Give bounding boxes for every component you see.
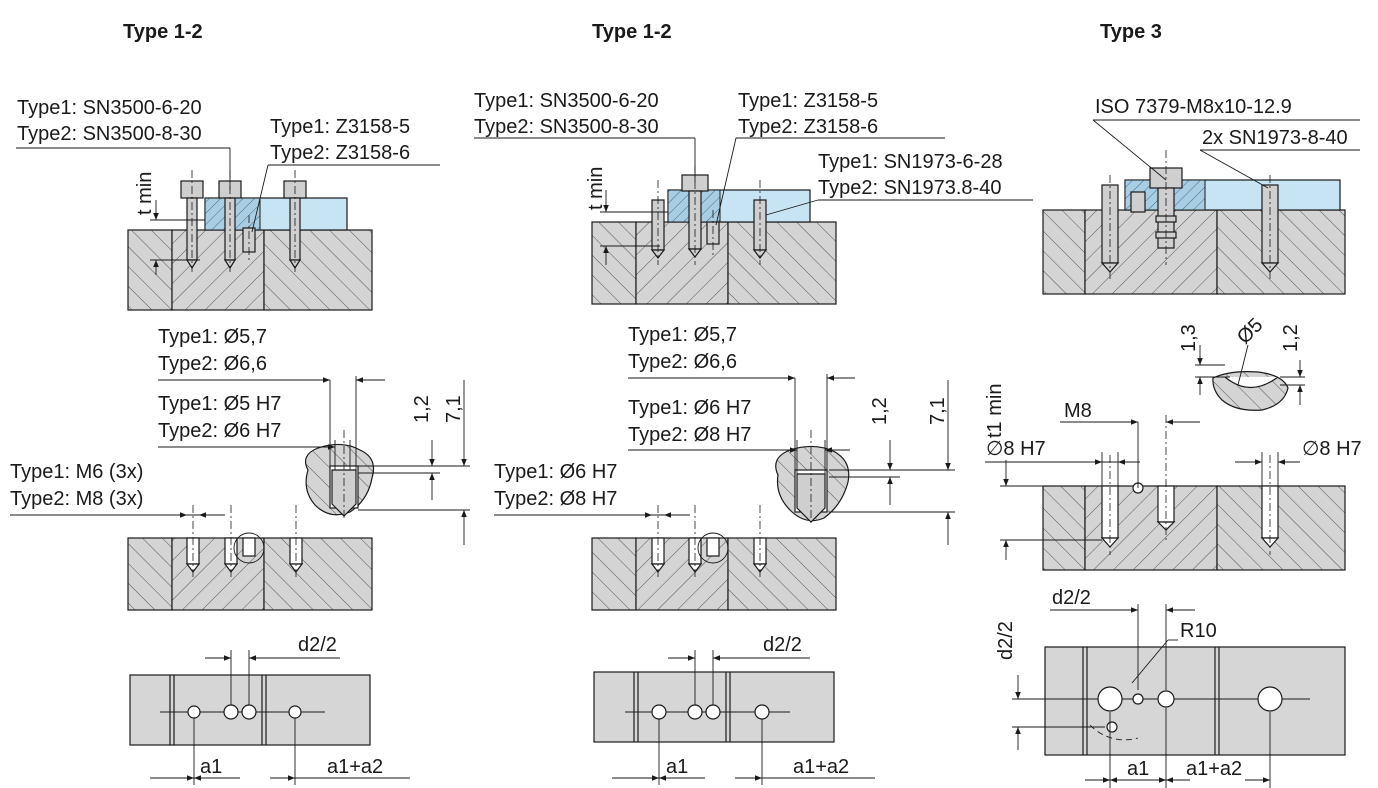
label-m-dowel-type2: Type2: SN1973.8-40 — [818, 177, 1001, 199]
label-r-a1: a1 — [1127, 758, 1149, 780]
label-m-a1: a1 — [666, 756, 688, 778]
label-set-screw: ISO 7379-M8x10-12.9 — [1095, 96, 1292, 118]
label-r-dim-1-2: 1,2 — [1280, 324, 1302, 352]
heading-left: Type 1-2 — [123, 21, 203, 43]
label-dowels: 2x SN1973-8-40 — [1202, 127, 1348, 149]
label-d2-half: d2/2 — [298, 634, 337, 656]
label-m-a1-a2: a1+a2 — [793, 756, 849, 778]
label-fit-right: ∅8 H7 — [1302, 438, 1362, 460]
label-m-t-min: t min — [585, 167, 607, 210]
label-m-screw-type2: Type2: SN3500-8-30 — [474, 116, 659, 138]
label-m8: M8 — [1064, 400, 1092, 422]
label-m-hole-type1: Type1: Ø6 H7 — [494, 461, 617, 483]
label-m-fit-type1: Type1: Ø6 H7 — [628, 397, 751, 419]
label-d2-half-v: d2/2 — [995, 621, 1017, 660]
label-bore-type2: Type2: Ø6,6 — [158, 353, 267, 375]
label-d2-half-h: d2/2 — [1052, 587, 1091, 609]
label-m-d2-half: d2/2 — [763, 634, 802, 656]
label-r-a1-a2: a1+a2 — [1186, 758, 1242, 780]
label-m-hole-type2: Type2: Ø8 H7 — [494, 488, 617, 510]
label-t-min: t min — [134, 172, 156, 215]
label-pin-type1: Type1: Z3158-5 — [270, 116, 410, 138]
label-dim-7-1: 7,1 — [443, 395, 465, 423]
left-bore-section — [10, 505, 373, 611]
label-bore-type1: Type1: Ø5,7 — [158, 326, 267, 348]
heading-middle: Type 1-2 — [592, 21, 672, 43]
middle-assembly-section — [474, 137, 1033, 305]
label-dim-1-2: 1,2 — [411, 395, 433, 423]
label-screw-type2: Type2: SN3500-8-30 — [17, 123, 202, 145]
label-a1: a1 — [200, 756, 222, 778]
right-assembly-section — [1042, 119, 1360, 295]
label-m-fit-type2: Type2: Ø8 H7 — [628, 424, 751, 446]
label-a1-a2: a1+a2 — [327, 756, 383, 778]
label-m-pin-type2: Type2: Z3158-6 — [738, 116, 878, 138]
right-detail-view — [1195, 344, 1305, 411]
label-m-bore-type2: Type2: Ø6,6 — [628, 351, 737, 373]
label-m-dowel-type1: Type1: SN1973-6-28 — [818, 151, 1003, 173]
label-dia-5: Ø5 — [1233, 314, 1267, 348]
label-dim-1-3: 1,3 — [1178, 324, 1200, 352]
right-plan-view — [1012, 604, 1346, 788]
label-m-dim-7-1: 7,1 — [927, 397, 949, 425]
label-screw-type1: Type1: SN3500-6-20 — [17, 97, 202, 119]
middle-plan-view — [593, 650, 875, 785]
label-pin-type2: Type2: Z3158-6 — [270, 142, 410, 164]
label-thread-type1: Type1: M6 (3x) — [10, 461, 143, 483]
label-fit-type1: Type1: Ø5 H7 — [158, 393, 281, 415]
label-m-screw-type1: Type1: SN3500-6-20 — [474, 90, 659, 112]
middle-detail-section — [628, 374, 955, 545]
label-thread-type2: Type2: M8 (3x) — [10, 488, 143, 510]
label-m-dim-1-2: 1,2 — [869, 397, 891, 425]
label-fit-type2: Type2: Ø6 H7 — [158, 420, 281, 442]
label-m-bore-type1: Type1: Ø5,7 — [628, 324, 737, 346]
label-t1-min: t1 min — [984, 384, 1006, 438]
middle-bore-section — [494, 505, 837, 611]
left-assembly-section — [16, 147, 440, 311]
right-bore-section — [985, 415, 1346, 571]
left-plan-view — [129, 650, 410, 785]
left-detail-section — [158, 376, 470, 545]
label-r10: R10 — [1180, 620, 1217, 642]
label-fit-left: ∅8 H7 — [986, 438, 1046, 460]
heading-right: Type 3 — [1100, 21, 1162, 43]
label-m-pin-type1: Type1: Z3158-5 — [738, 90, 878, 112]
